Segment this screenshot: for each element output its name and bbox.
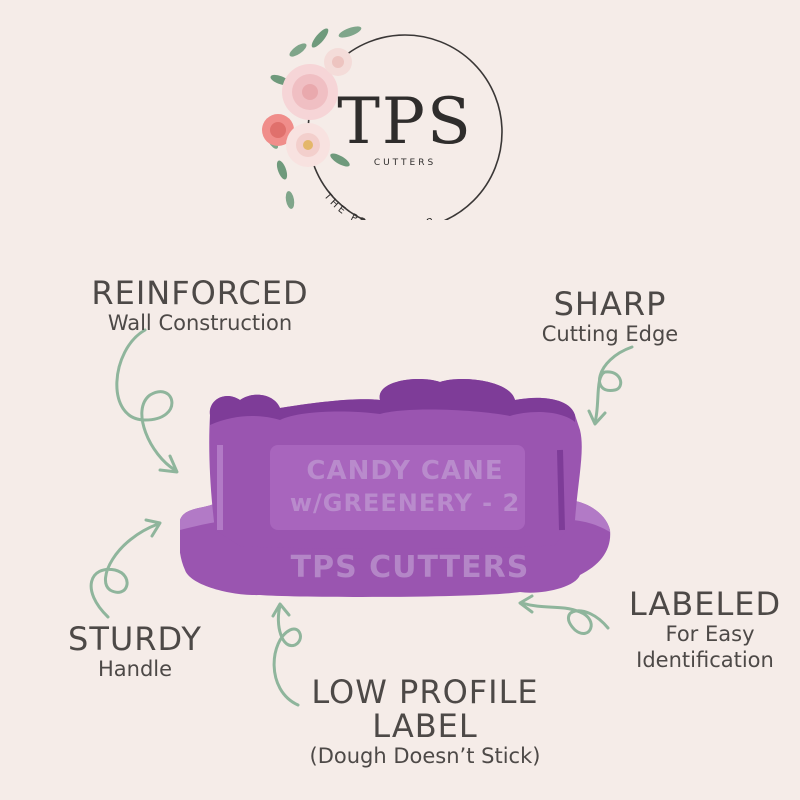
feature-sharp: SHARP Cutting Edge <box>505 287 715 347</box>
feature-labeled: LABELED For Easy Identification <box>600 587 790 673</box>
feature-reinforced-sub: Wall Construction <box>107 311 293 335</box>
cutter-base-text: TPS CUTTERS <box>290 550 530 585</box>
arrow-sharp <box>593 345 634 424</box>
floral-icon <box>262 26 362 209</box>
feature-low-profile-sub: (Dough Doesn’t Stick) <box>309 744 541 768</box>
feature-low-profile-title2: LABEL <box>372 707 478 745</box>
feature-labeled-title: LABELED <box>628 585 782 623</box>
arrowhead-labeled <box>518 594 534 614</box>
cutter-label-bottom: w/GREENERY - 2 <box>289 489 521 517</box>
feature-sharp-sub: Cutting Edge <box>541 322 679 346</box>
cookie-cutter-image <box>180 379 611 597</box>
feature-sturdy-sub: Handle <box>97 657 173 681</box>
arrow-reinforced <box>115 328 177 472</box>
arrowhead-sharp <box>587 409 607 426</box>
arrow-sturdy <box>89 522 160 619</box>
logo-subtitle: CUTTERS <box>373 158 437 168</box>
arrowhead-reinforced <box>158 454 179 474</box>
feature-sturdy-title: STURDY <box>68 620 202 658</box>
feature-labeled-sub1: For Easy <box>665 622 755 646</box>
feature-sharp-title: SHARP <box>553 285 667 323</box>
arrow-labeled <box>520 601 610 635</box>
feature-low-profile: LOW PROFILE LABEL (Dough Doesn’t Stick) <box>280 675 570 769</box>
arrowhead-low-profile <box>271 602 291 618</box>
logo-brand: TPS <box>337 85 473 159</box>
feature-reinforced: REINFORCED Wall Construction <box>70 276 330 336</box>
feature-labeled-sub2: Identification <box>636 648 774 672</box>
feature-low-profile-title1: LOW PROFILE <box>311 673 539 711</box>
arrow-low-profile <box>272 604 302 707</box>
logo-graphic: THE PRINT SHOP <box>262 26 503 220</box>
tps-logo: THE PRINT SHOP TPS CUTTERS <box>250 10 510 220</box>
feature-sturdy: STURDY Handle <box>50 622 220 682</box>
feature-reinforced-title: REINFORCED <box>91 274 309 312</box>
cutter-label-top: CANDY CANE <box>306 456 504 486</box>
arrowhead-sturdy <box>144 518 162 538</box>
cutter-label-plate <box>270 445 525 530</box>
